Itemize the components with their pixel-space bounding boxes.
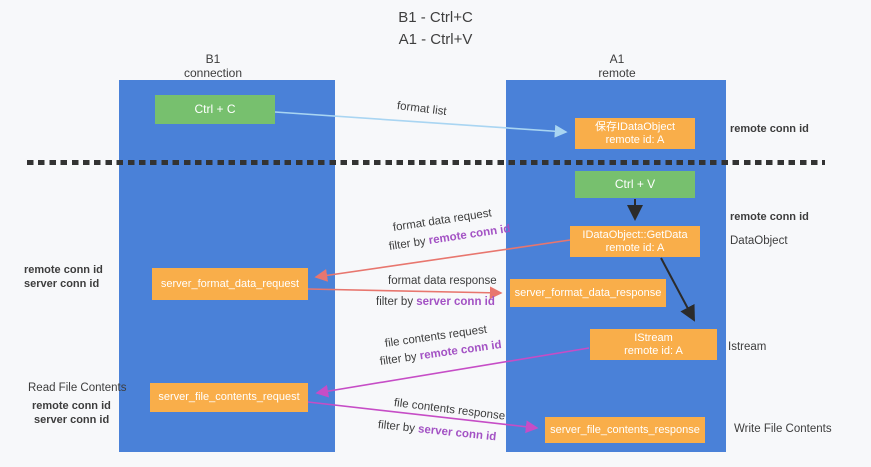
filter-value-server-conn-id: server conn id xyxy=(417,423,497,444)
node-ctrl-v: Ctrl + V xyxy=(575,171,695,198)
node-idataobject-getdata: IDataObject::GetData remote id: A xyxy=(570,226,700,257)
side-label-server-conn-id-left-bottom: server conn id xyxy=(34,414,110,426)
diagram-title: B1 - Ctrl+C A1 - Ctrl+V xyxy=(0,7,871,51)
side-label-remote-conn-id-left-bottom: remote conn id xyxy=(32,400,111,412)
node-format-request-label: server_format_data_request xyxy=(160,277,300,290)
side-label-istream: Istream xyxy=(728,341,767,353)
lane-b1-name: B1 xyxy=(205,52,221,66)
lane-b1-subtitle: connection xyxy=(183,66,243,80)
node-istream-sublabel: remote id: A xyxy=(624,344,683,357)
node-file-request-label: server_file_contents_request xyxy=(158,391,300,403)
node-format-response-label: server_format_data_response xyxy=(514,286,662,299)
side-label-dataobject: DataObject xyxy=(730,235,788,247)
node-server-format-data-request: server_format_data_request xyxy=(152,268,308,300)
node-save-idataobject-label: 保存IDataObject xyxy=(594,120,676,133)
node-ctrl-v-label: Ctrl + V xyxy=(614,177,656,191)
lane-header-b1: B1 connection xyxy=(163,52,263,80)
filter-prefix: filter by xyxy=(377,419,419,436)
node-server-file-contents-response: server_file_contents_response xyxy=(545,417,705,443)
side-label-remote-conn-id-mid-right: remote conn id xyxy=(730,211,809,223)
side-label-remote-conn-id-top-right: remote conn id xyxy=(730,123,809,135)
lane-header-a1: A1 remote xyxy=(567,52,667,80)
node-save-idataobject: 保存IDataObject remote id: A xyxy=(575,118,695,149)
filter-prefix: filter by xyxy=(379,350,421,368)
edge-label-file-contents-response: file contents response xyxy=(393,397,506,423)
node-getdata-sublabel: remote id: A xyxy=(605,241,665,254)
node-istream-label: IStream xyxy=(634,331,673,344)
filter-prefix: filter by xyxy=(376,296,417,308)
edge-label-file-response-filter: filter by server conn id xyxy=(377,419,496,443)
lane-a1-name: A1 xyxy=(609,52,625,66)
arrow-format-response xyxy=(307,286,503,300)
node-save-idataobject-sublabel: remote id: A xyxy=(605,133,665,146)
side-label-server-conn-id-left-top: server conn id xyxy=(24,278,100,290)
lane-a1-subtitle: remote xyxy=(598,66,636,80)
node-server-file-contents-request: server_file_contents_request xyxy=(150,383,308,412)
node-file-response-label: server_file_contents_response xyxy=(550,423,700,436)
side-label-read-file-contents: Read File Contents xyxy=(28,382,127,394)
title-line-2: A1 - Ctrl+V xyxy=(398,31,473,48)
node-ctrl-c-label: Ctrl + C xyxy=(194,102,236,116)
filter-value-server-conn-id: server conn id xyxy=(416,296,495,308)
side-label-write-file-contents: Write File Contents xyxy=(734,423,832,435)
edge-label-format-list: format list xyxy=(396,100,448,119)
side-label-remote-conn-id-left-top: remote conn id xyxy=(24,264,103,276)
node-server-format-data-response: server_format_data_response xyxy=(510,279,666,307)
session-separator-dashed-line xyxy=(27,160,825,165)
node-istream: IStream remote id: A xyxy=(590,329,717,360)
edge-label-format-response-filter: filter by server conn id xyxy=(376,296,495,308)
node-getdata-label: IDataObject::GetData xyxy=(582,228,688,241)
node-ctrl-c: Ctrl + C xyxy=(155,95,275,124)
filter-prefix: filter by xyxy=(388,235,430,253)
title-line-1: B1 - Ctrl+C xyxy=(398,9,473,26)
edge-label-format-data-response: format data response xyxy=(388,275,497,287)
